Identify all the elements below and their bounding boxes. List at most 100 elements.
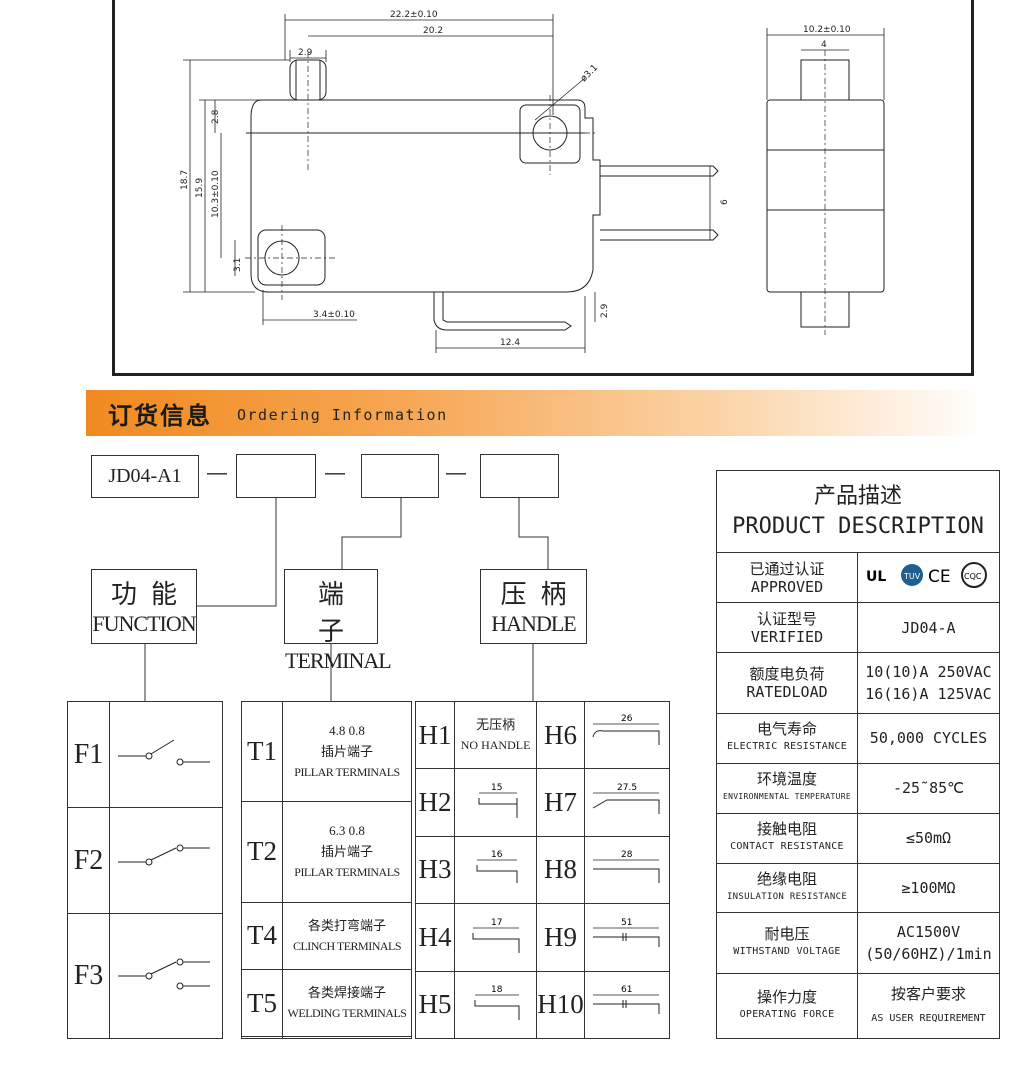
description-title: 产品描述 PRODUCT DESCRIPTION	[716, 469, 1000, 554]
terminal-name-en: PILLAR TERMINALS	[294, 865, 400, 880]
spec-key-en: APPROVED	[750, 577, 824, 596]
svg-text:27.5: 27.5	[617, 783, 637, 793]
handle-name-cn: 无压柄	[476, 717, 516, 733]
handle-code: H4	[415, 903, 455, 972]
spec-key-en: ELECTRIC RESISTANCE	[726, 741, 848, 753]
svg-text:18: 18	[491, 985, 503, 995]
spec-value: JD04-A	[857, 602, 1000, 654]
spec-key-en: CONTACT RESISTANCE	[730, 841, 844, 853]
svg-text:TUV: TUV	[903, 572, 921, 581]
model-code: JD04-A1	[91, 455, 199, 498]
banner-title-en: Ordering Information	[237, 406, 448, 424]
handle-drawing: 61	[583, 970, 671, 1040]
dim-height-overall: 18.7	[180, 170, 190, 190]
handle-label-en: HANDLE	[491, 611, 576, 636]
lever-icon: 27.5	[592, 783, 660, 815]
lever-icon: 16	[476, 850, 518, 884]
function-label-cn: 功能	[110, 580, 191, 610]
dim-side-actuator: 4	[821, 40, 827, 50]
terminal-spec: 6.3 0.8	[329, 823, 365, 839]
handle-code: H10	[536, 970, 585, 1040]
technical-drawing: 22.2±0.10 20.2 2.9 ø3.1 18.7 15.9 10.3±0…	[112, 0, 974, 376]
handle-code: H1	[415, 700, 455, 770]
terminal-name-cn: 各类焊接端子	[307, 985, 386, 1001]
lever-icon: 15	[478, 783, 518, 819]
handle-drawing: 26	[583, 700, 671, 770]
spec-value-line: 10(10)A 250VAC	[865, 662, 992, 681]
terminal-spec: 4.8 0.8	[329, 723, 365, 739]
spec-key-cn: 耐电压	[764, 925, 810, 944]
switch-symbol-co	[109, 913, 223, 1039]
spec-key-en: RATEDLOAD	[746, 682, 828, 701]
handle-code: H9	[536, 903, 585, 972]
handle-drawing: 28	[583, 835, 671, 905]
dim-height-body: 15.9	[195, 178, 205, 198]
spec-key-cn: 额度电负荷	[749, 664, 825, 683]
terminal-name-cn: 插片端子	[320, 844, 373, 860]
description-title-cn: 产品描述	[813, 483, 902, 509]
switch-symbol-icon	[118, 844, 210, 866]
handle-drawing: 16	[453, 835, 538, 905]
table-row: H3 16 H8 28	[415, 835, 671, 905]
terminal-label-cn: 端子	[317, 580, 358, 647]
spec-key-cn: 环境温度	[756, 770, 817, 789]
handle-drawing: 15	[453, 768, 538, 837]
svg-text:16: 16	[491, 850, 503, 860]
terminal-name-en: PILLAR TERMINALS	[294, 765, 400, 780]
lever-icon: 17	[472, 918, 520, 953]
spec-key-cn: 接触电阻	[756, 820, 817, 839]
svg-text:15: 15	[491, 783, 502, 793]
table-row	[241, 1036, 412, 1039]
terminal-name-en: WELDING TERMINALS	[287, 1006, 407, 1021]
svg-text:61: 61	[621, 985, 632, 995]
spec-key-cn: 认证型号	[756, 609, 817, 628]
handle-drawing: 27.5	[583, 768, 671, 837]
terminal-code: T1	[241, 700, 283, 803]
svg-text:17: 17	[491, 918, 502, 928]
function-table: F1 F2 F3	[67, 700, 223, 1039]
certification-logos: UL TUV CE CQC	[866, 561, 987, 588]
dim-terminal-pitch: 6	[720, 199, 730, 205]
dim-top-offset: 2.8	[211, 109, 221, 124]
approval-marks: UL TUV CE CQC	[857, 552, 1000, 604]
terminal-slot	[361, 454, 439, 498]
tuv-logo-icon	[900, 563, 923, 586]
switch-outline-drawing: 22.2±0.10 20.2 2.9 ø3.1 18.7 15.9 10.3±0…	[180, 10, 885, 353]
terminal-code: T4	[241, 901, 283, 971]
handle-slot	[480, 454, 559, 498]
spec-key-cn: 电气寿命	[756, 720, 817, 739]
spec-value-line: AS USER REQUIREMENT	[871, 1012, 986, 1024]
dim-terminal-h: 2.9	[600, 303, 610, 318]
handle-code: H7	[536, 768, 585, 837]
function-label-en: FUNCTION	[92, 611, 196, 636]
terminal-label-en: TERMINAL	[285, 648, 392, 673]
banner-title-cn: 订货信息	[108, 402, 212, 430]
spec-key-cn: 已通过认证	[749, 559, 825, 578]
table-row: F2	[67, 807, 223, 915]
category-handle: 压柄 HANDLE	[480, 569, 587, 644]
empty-cell	[282, 1036, 412, 1039]
spec-key-en: VERIFIED	[750, 627, 824, 646]
switch-symbol-icon	[118, 958, 210, 990]
lever-icon: 51	[592, 918, 660, 947]
empty-cell	[241, 1036, 283, 1039]
code-separator: —	[446, 462, 466, 484]
spec-value: 50,000 CYCLES	[857, 712, 1000, 764]
spec-value-line: (50/60HZ)/1min	[865, 945, 992, 964]
dim-overall-width: 22.2±0.10	[390, 10, 438, 20]
spec-key-en: ENVIRONMENTAL TEMPERATURE	[723, 792, 851, 802]
code-separator: —	[325, 462, 345, 484]
